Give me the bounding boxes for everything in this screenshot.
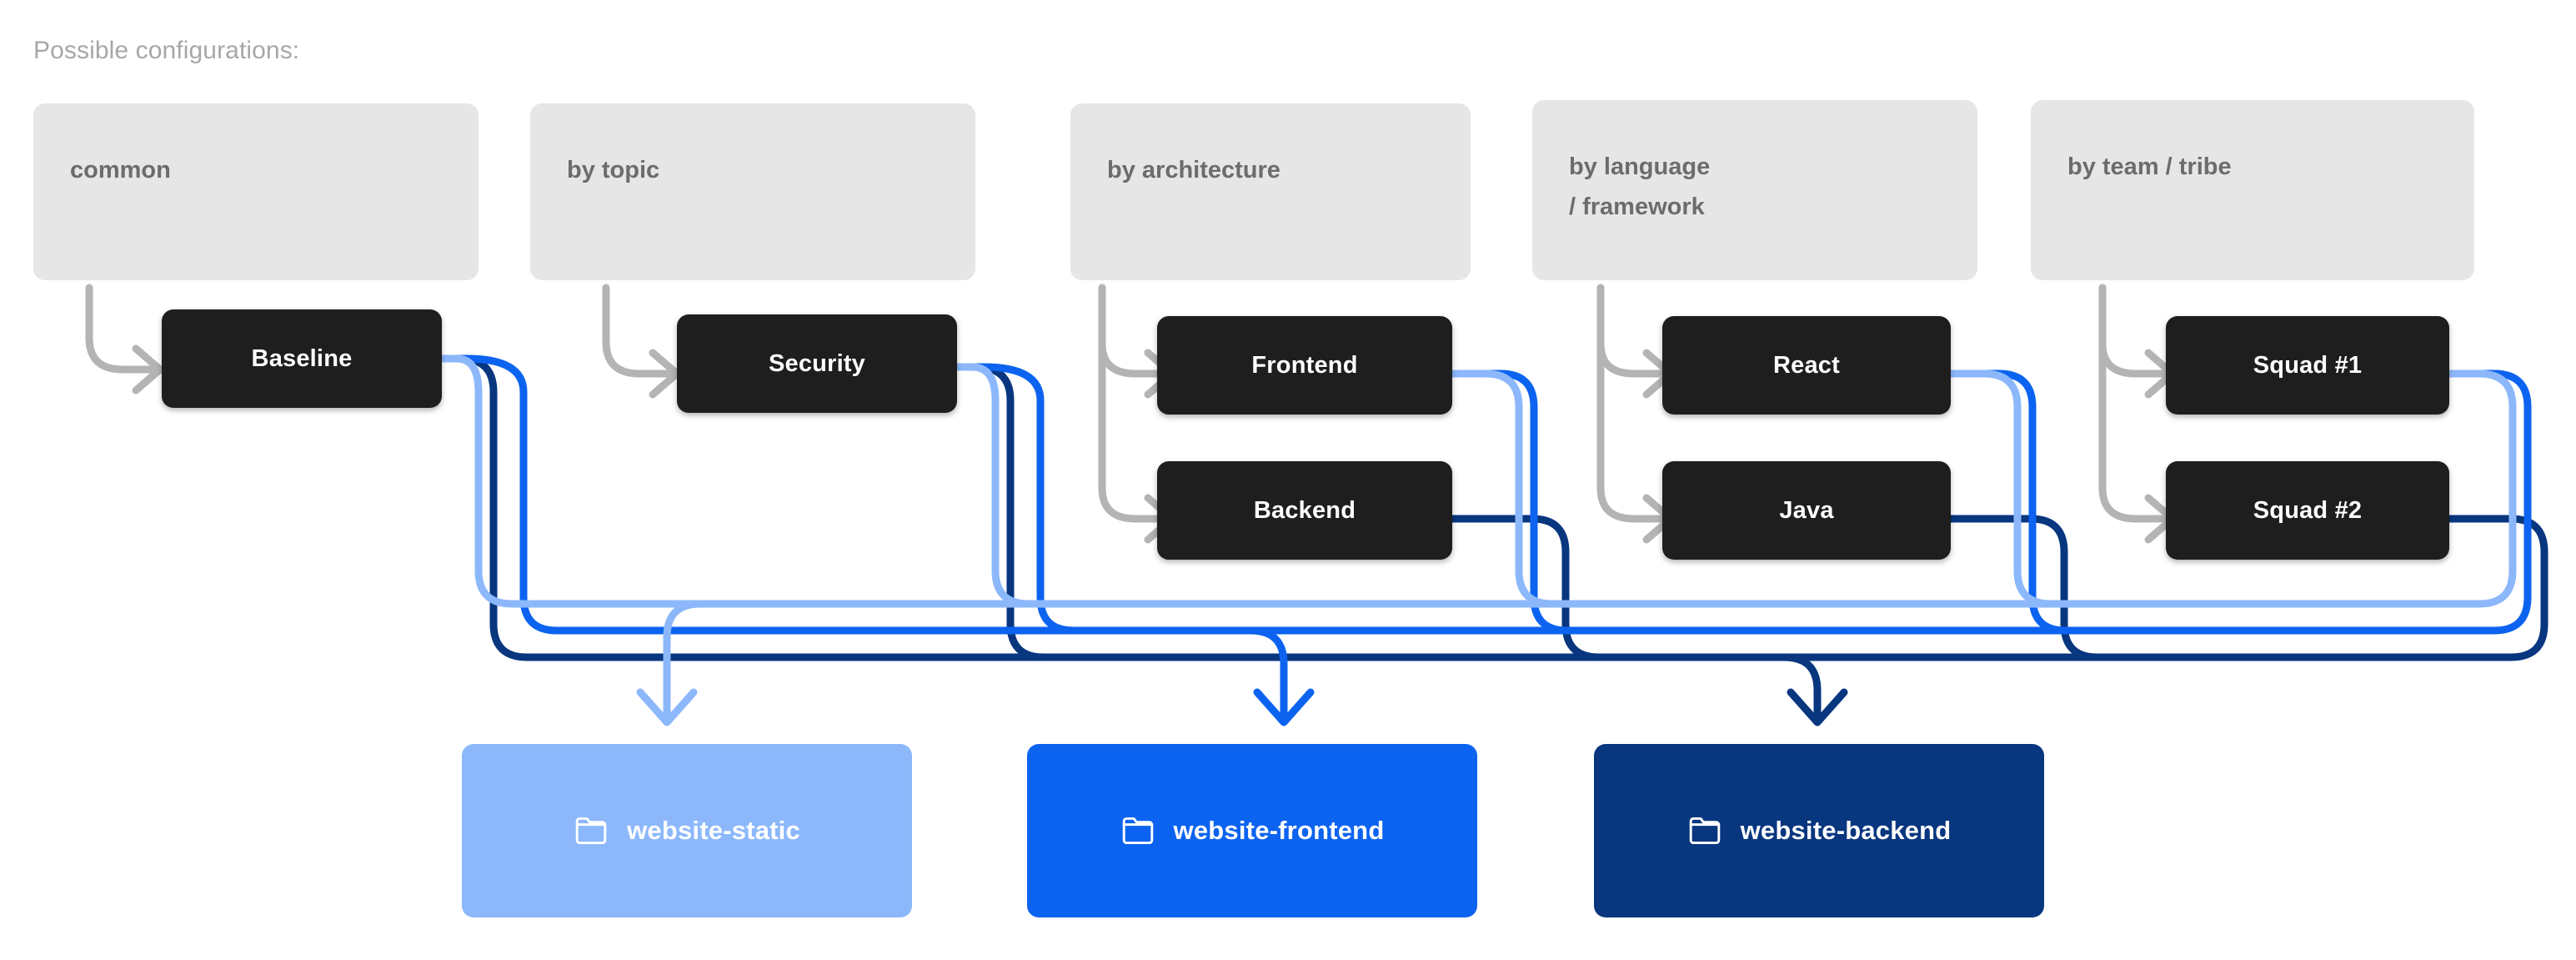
node-baseline[interactable]: Baseline bbox=[162, 309, 442, 408]
category-card-by-team[interactable]: by team / tribe bbox=[2031, 100, 2474, 280]
folder-icon bbox=[1687, 816, 1722, 846]
repo-website-backend[interactable]: website-backend bbox=[1594, 744, 2044, 917]
folder-icon bbox=[574, 816, 609, 846]
node-label: React bbox=[1773, 351, 1840, 379]
repo-label: website-frontend bbox=[1173, 816, 1385, 845]
node-frontend[interactable]: Frontend bbox=[1157, 316, 1452, 415]
category-label: by language / framework bbox=[1569, 153, 1711, 220]
node-label: Baseline bbox=[251, 344, 353, 372]
node-label: Frontend bbox=[1251, 351, 1358, 379]
category-card-by-architecture[interactable]: by architecture bbox=[1070, 103, 1471, 280]
category-card-by-language[interactable]: by language / framework bbox=[1532, 100, 1977, 280]
category-card-by-topic[interactable]: by topic bbox=[530, 103, 975, 280]
node-label: Security bbox=[768, 349, 866, 377]
grey-arrow-common bbox=[85, 284, 159, 374]
node-label: Squad #2 bbox=[2253, 496, 2363, 524]
category-label: common bbox=[70, 157, 171, 183]
node-label: Squad #1 bbox=[2253, 351, 2363, 379]
repo-website-static[interactable]: website-static bbox=[462, 744, 912, 917]
node-backend[interactable]: Backend bbox=[1157, 461, 1452, 560]
repo-website-frontend[interactable]: website-frontend bbox=[1027, 744, 1477, 917]
node-label: Java bbox=[1779, 496, 1834, 524]
folder-icon bbox=[1120, 816, 1155, 846]
category-card-common[interactable]: common bbox=[33, 103, 479, 280]
node-label: Backend bbox=[1253, 496, 1356, 524]
category-label: by architecture bbox=[1107, 157, 1280, 183]
repo-label: website-backend bbox=[1740, 816, 1952, 845]
node-squad-1[interactable]: Squad #1 bbox=[2166, 316, 2449, 415]
category-label: by team / tribe bbox=[2067, 153, 2232, 180]
node-security[interactable]: Security bbox=[677, 314, 957, 413]
node-squad-2[interactable]: Squad #2 bbox=[2166, 461, 2449, 560]
page-caption: Possible configurations: bbox=[33, 37, 300, 64]
node-react[interactable]: React bbox=[1662, 316, 1951, 415]
node-java[interactable]: Java bbox=[1662, 461, 1951, 560]
repo-label: website-static bbox=[627, 816, 800, 845]
category-label: by topic bbox=[567, 157, 660, 183]
